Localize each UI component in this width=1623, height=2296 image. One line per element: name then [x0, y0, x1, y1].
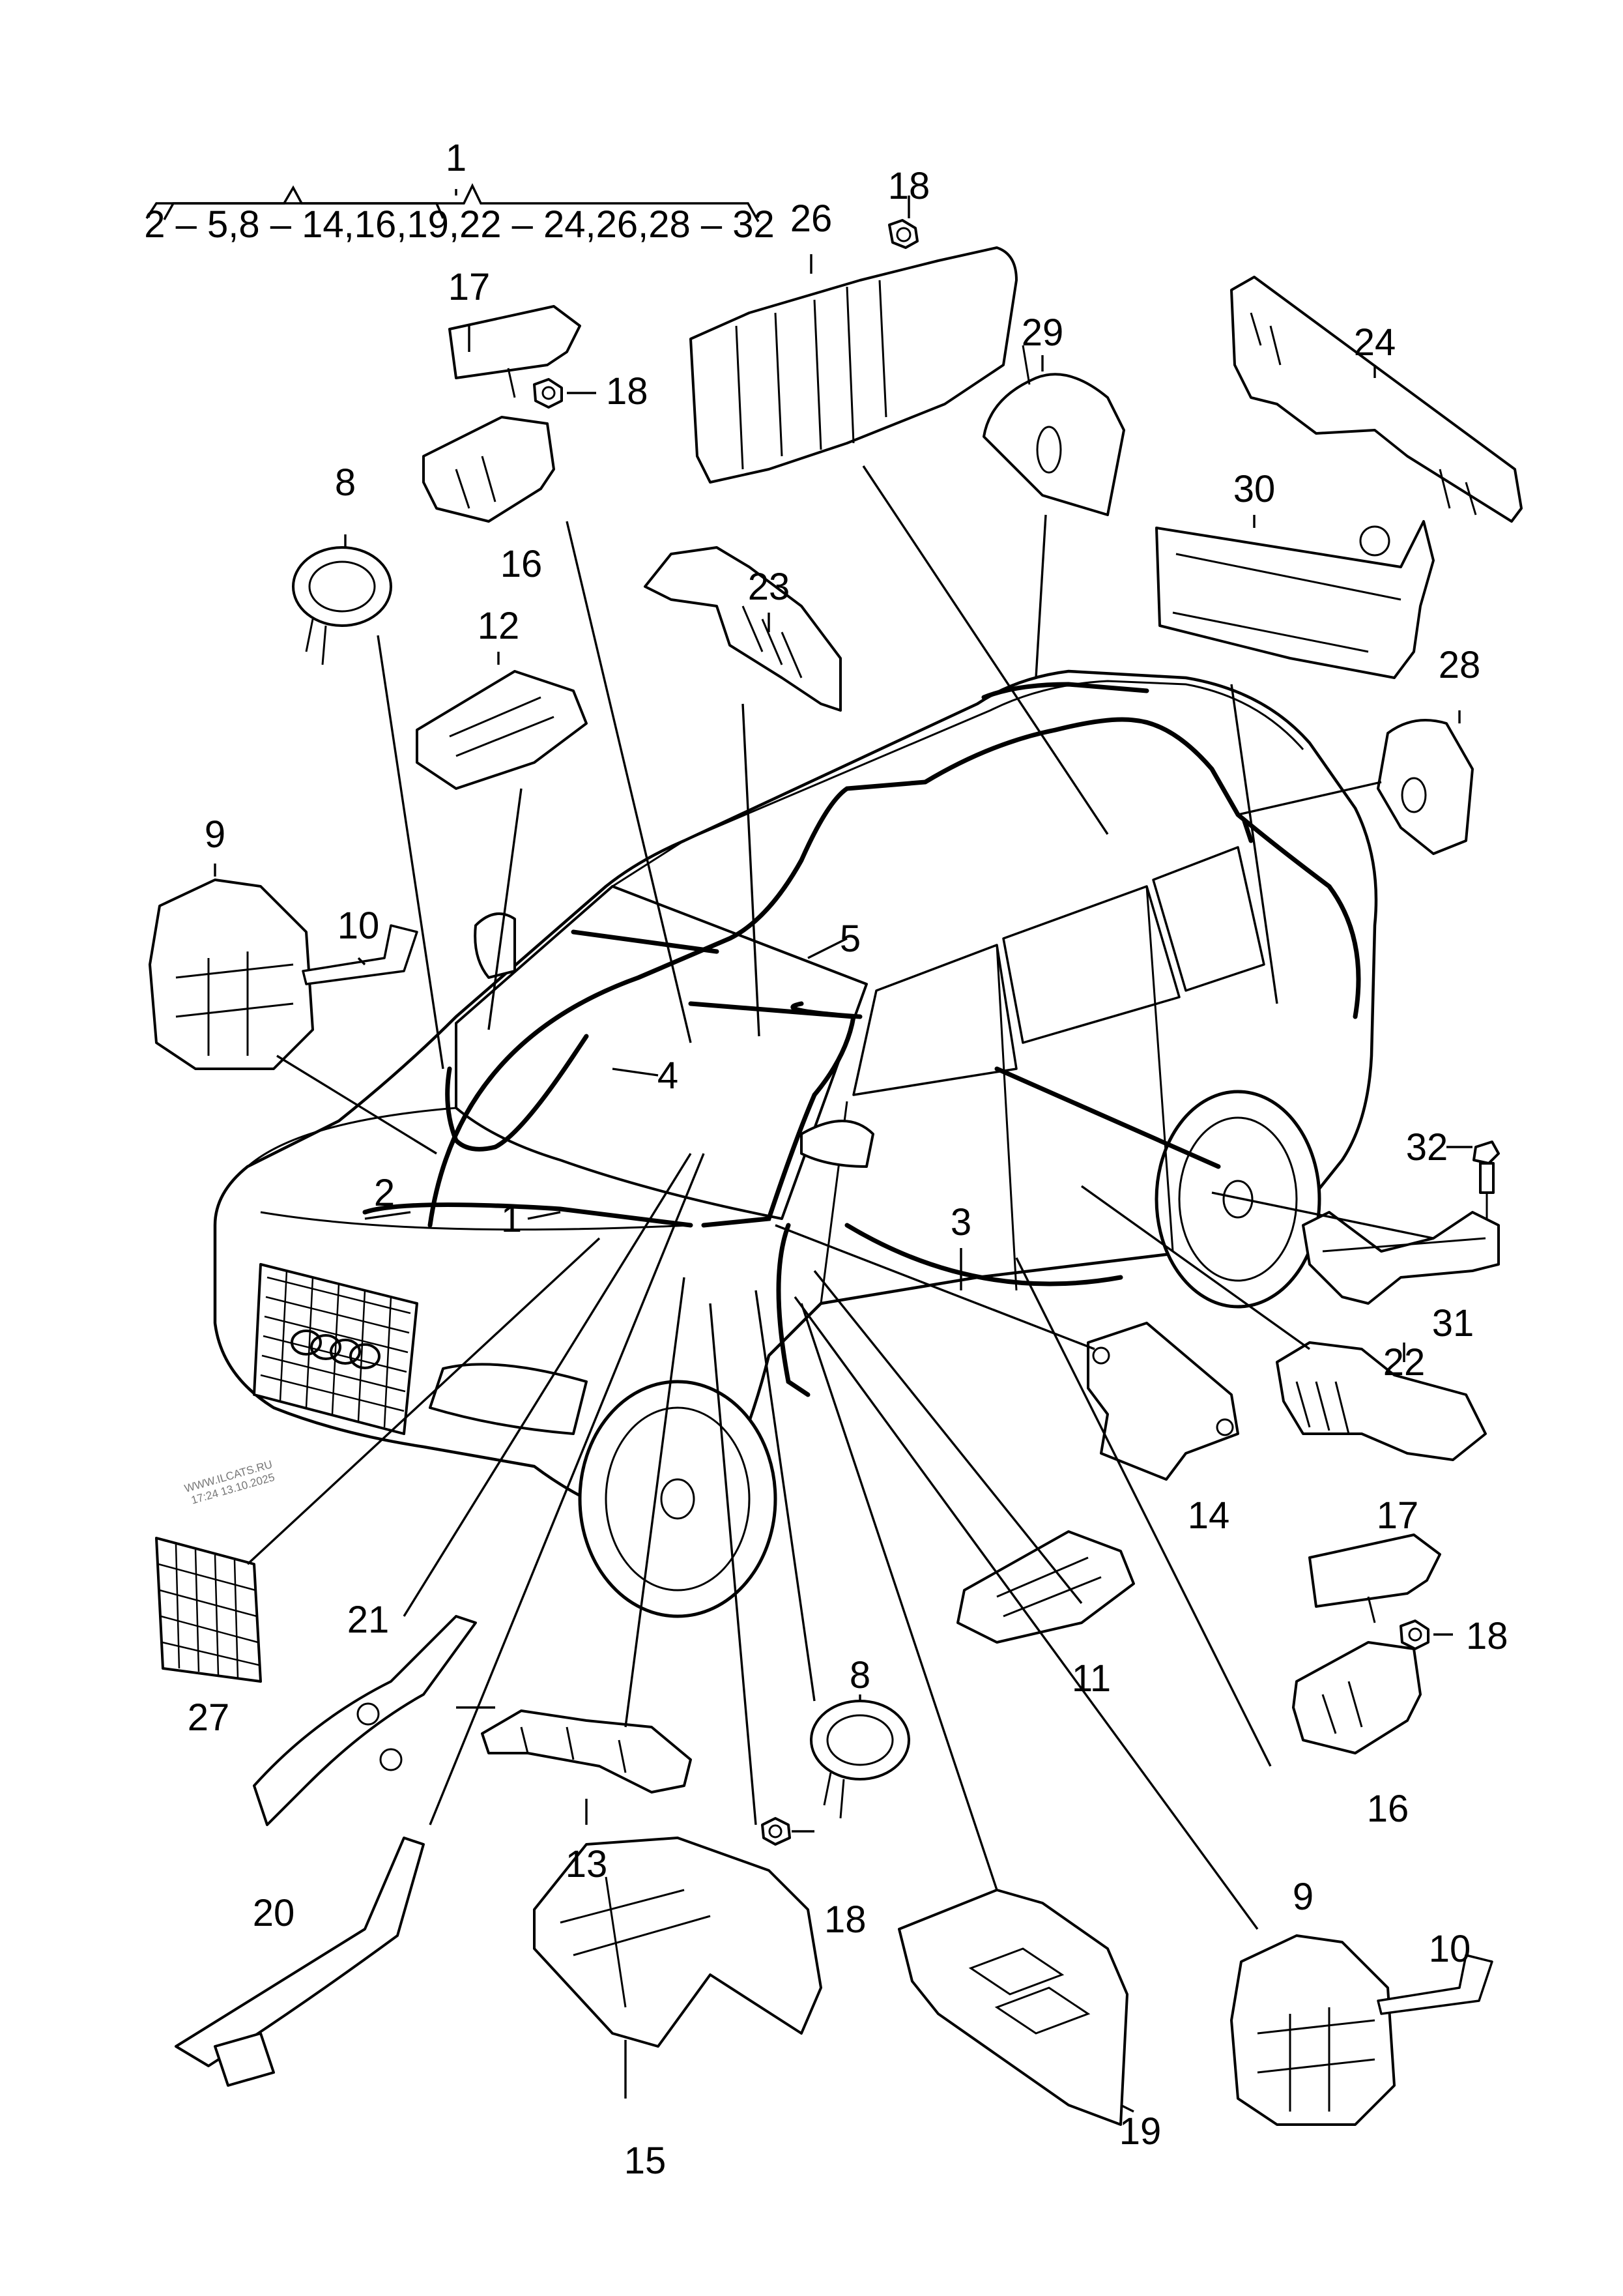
label-29: 29: [1022, 312, 1064, 354]
label-9: 9: [205, 813, 225, 856]
label-23: 23: [748, 566, 790, 608]
vehicle-outline: [213, 669, 1378, 1618]
label-11: 11: [1072, 1657, 1111, 1700]
label-15: 15: [624, 2140, 667, 2182]
part-30-control-unit: [1155, 520, 1435, 679]
label-16: 16: [1367, 1788, 1409, 1830]
part-24-cable-duct: [1230, 276, 1523, 523]
label-8: 8: [335, 461, 356, 504]
part-23-cable-duct: [644, 546, 842, 712]
label-10: 10: [1429, 1928, 1471, 1970]
part-labels: 18 26 17 18 24 29 30 8 16 23 12 28 9 10 …: [188, 165, 1508, 2182]
part-16-relay-holder: [1292, 1641, 1422, 1754]
part-18-nut: [888, 219, 919, 249]
label-30: 30: [1233, 468, 1276, 510]
label-1: 1: [501, 1198, 522, 1240]
part-29-holder: [983, 345, 1125, 516]
label-17: 17: [448, 266, 491, 308]
label-24: 24: [1354, 321, 1396, 364]
part-31-bracket: [1302, 1211, 1500, 1305]
part-11-relay-carrier: [956, 1530, 1135, 1644]
part-18-nut: [1400, 1620, 1429, 1650]
label-8: 8: [850, 1654, 870, 1696]
label-16: 16: [500, 543, 543, 585]
part-14-bracket: [1087, 1322, 1239, 1481]
part-18-nut: [761, 1817, 791, 1846]
part-8-bulb-holder: [292, 546, 392, 665]
label-22: 22: [1383, 1341, 1426, 1384]
part-21-wiring-section: [253, 1615, 477, 1826]
part-18-nut: [533, 378, 563, 409]
part-26-fuse-box: [689, 246, 1018, 484]
label-21: 21: [347, 1599, 390, 1641]
label-18: 18: [1466, 1615, 1508, 1657]
part-10-bracket: [302, 924, 418, 985]
part-20-wiring-section: [175, 1837, 425, 2087]
part-9-relay-plate: [1230, 1934, 1396, 2126]
part-16-relay-holder: [422, 416, 555, 523]
label-18: 18: [888, 165, 930, 207]
label-4: 4: [657, 1054, 678, 1097]
watermark: WWW.ILCATS.RU 17:24 13.10.2025: [183, 1458, 276, 1507]
label-27: 27: [188, 1696, 230, 1739]
main-part-number: 1: [446, 137, 467, 179]
label-5: 5: [840, 918, 861, 960]
part-8-bulb-holder: [810, 1700, 910, 1819]
label-28: 28: [1439, 644, 1481, 686]
label-18: 18: [824, 1898, 867, 1941]
part-22-cable-duct: [1276, 1341, 1487, 1461]
label-3: 3: [951, 1201, 971, 1243]
part-28-holder: [1377, 719, 1474, 855]
part-17-cover: [448, 305, 581, 398]
part-27-cover-grid: [155, 1537, 262, 1683]
label-32: 32: [1406, 1126, 1448, 1169]
label-14: 14: [1188, 1494, 1230, 1537]
label-10: 10: [338, 905, 380, 947]
part-12-relay-carrier: [416, 670, 588, 790]
included-parts-list: 2 – 5,8 – 14,16,19,22 – 24,26,28 – 32: [144, 203, 775, 246]
part-13-relay-carrier: [481, 1709, 692, 1794]
header-bracket: 1 2 – 5,8 – 14,16,19,22 – 24,26,28 – 32: [144, 137, 775, 246]
label-19: 19: [1119, 2110, 1162, 2153]
leader-lines: [214, 189, 1472, 2113]
part-15-box: [533, 1837, 822, 2048]
part-19-bracket: [898, 1889, 1128, 2126]
label-20: 20: [253, 1892, 295, 1934]
label-26: 26: [790, 197, 833, 240]
wiring-harness: [362, 682, 1361, 1397]
label-9: 9: [1293, 1876, 1314, 1918]
part-17-cover: [1308, 1533, 1441, 1623]
part-10-bracket: [1377, 1954, 1493, 2015]
label-12: 12: [478, 605, 520, 647]
part-9-relay-plate: [149, 879, 314, 1070]
label-18: 18: [606, 370, 648, 413]
label-31: 31: [1432, 1302, 1474, 1344]
label-2: 2: [374, 1172, 395, 1214]
label-13: 13: [566, 1843, 608, 1885]
label-17: 17: [1377, 1494, 1419, 1537]
